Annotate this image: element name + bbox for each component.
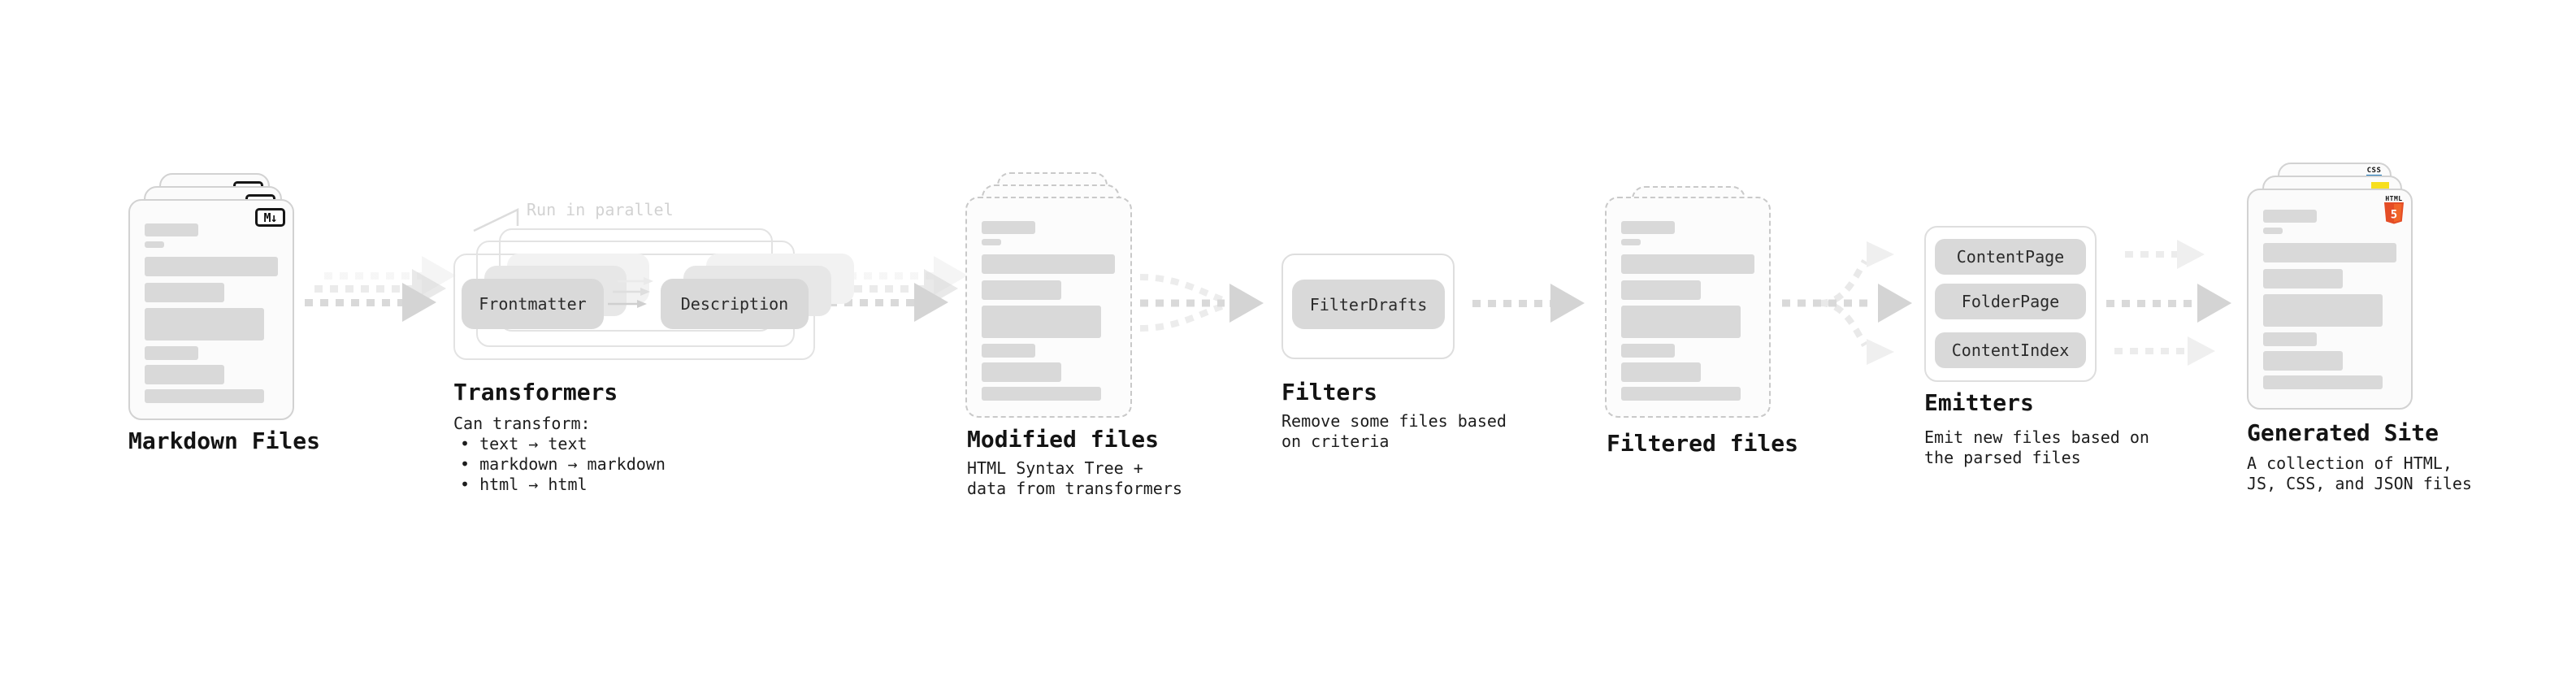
desc-line: HTML Syntax Tree + <box>967 458 1143 478</box>
desc-line: on criteria <box>1281 432 1390 451</box>
arrow-emitter-top <box>2125 240 2214 269</box>
filters-description: Remove some files based on criteria <box>1281 411 1507 452</box>
modified-file-card <box>965 197 1132 418</box>
arrow-right-icon <box>2114 336 2215 366</box>
desc-line: A collection of HTML, <box>2247 453 2452 473</box>
arrow-markdown-to-transformers <box>305 256 456 322</box>
desc-line: Remove some files based <box>1281 411 1507 431</box>
emitter-pill-folderpage: FolderPage <box>1935 284 2086 319</box>
bullet-line: • html → html <box>460 475 588 494</box>
generated-site-description: A collection of HTML, JS, CSS, and JSON … <box>2247 453 2472 494</box>
css-badge-label: CSS <box>2366 167 2382 175</box>
doc-skeleton-lines <box>2263 190 2400 389</box>
arrow-right-icon <box>1472 284 1585 323</box>
modified-files-description: HTML Syntax Tree + data from transformer… <box>967 458 1182 499</box>
desc-line: Can transform: <box>453 414 591 433</box>
transformers-description: Can transform: • text → text • markdown … <box>453 414 666 495</box>
filtered-file-card <box>1605 197 1771 418</box>
svg-text:5: 5 <box>2391 209 2397 222</box>
generated-file-card-html: HTML 5 <box>2247 189 2413 410</box>
arrow-transformers-to-modified <box>829 256 968 322</box>
js-icon <box>2371 182 2389 189</box>
arrow-right-icon <box>2106 284 2231 323</box>
desc-line: JS, CSS, and JSON files <box>2247 474 2472 493</box>
filters-title: Filters <box>1281 379 1378 406</box>
desc-line: Emit new files based on <box>1924 427 2149 447</box>
bullet-line: • text → text <box>460 434 588 453</box>
markdown-file-card: M↓ <box>128 199 294 420</box>
arrow-filters-to-filtered <box>1472 284 1586 323</box>
doc-skeleton-lines <box>145 201 281 403</box>
arrow-right-icon <box>2125 240 2205 269</box>
emitters-description: Emit new files based on the parsed files <box>1924 427 2149 468</box>
arrow-emitter-middle <box>2106 284 2236 323</box>
doc-skeleton-lines <box>982 198 1119 401</box>
desc-line: data from transformers <box>967 479 1182 498</box>
generated-site-title: Generated Site <box>2247 419 2439 446</box>
bullet-line: • markdown → markdown <box>460 454 666 474</box>
arrow-emitter-bottom <box>2114 336 2220 366</box>
modified-files-title: Modified files <box>967 426 1160 453</box>
desc-line: the parsed files <box>1924 448 2081 467</box>
markdown-icon: M↓ <box>255 208 285 227</box>
arrow-right-icon <box>829 283 948 322</box>
arrow-fanin-to-filters <box>1139 274 1264 332</box>
arrow-fanout-to-emitters <box>1782 241 1912 365</box>
emitters-title: Emitters <box>1924 389 2034 416</box>
html5-shield: 5 <box>2384 202 2404 224</box>
html5-badge-label: HTML <box>2385 195 2403 202</box>
transformer-pill-description: Description <box>661 279 809 329</box>
emitters-frame: ContentPage FolderPage ContentIndex <box>1924 226 2097 382</box>
emitter-pill-contentpage: ContentPage <box>1935 239 2086 275</box>
arrow-right-icon <box>305 283 436 322</box>
filtered-files-title: Filtered files <box>1607 430 1799 457</box>
transformer-pill-frontmatter: Frontmatter <box>462 279 604 329</box>
filter-pill-filterdrafts: FilterDrafts <box>1292 280 1445 329</box>
emitter-pill-contentindex: ContentIndex <box>1935 332 2086 368</box>
doc-skeleton-lines <box>1621 198 1758 401</box>
markdown-files-title: Markdown Files <box>128 427 321 454</box>
annotation-leader-line <box>473 208 519 232</box>
html5-icon: HTML 5 <box>2383 195 2405 224</box>
run-in-parallel-annotation: Run in parallel <box>527 200 674 219</box>
pill-connector-arrows <box>608 277 653 308</box>
transformers-title: Transformers <box>453 379 618 406</box>
